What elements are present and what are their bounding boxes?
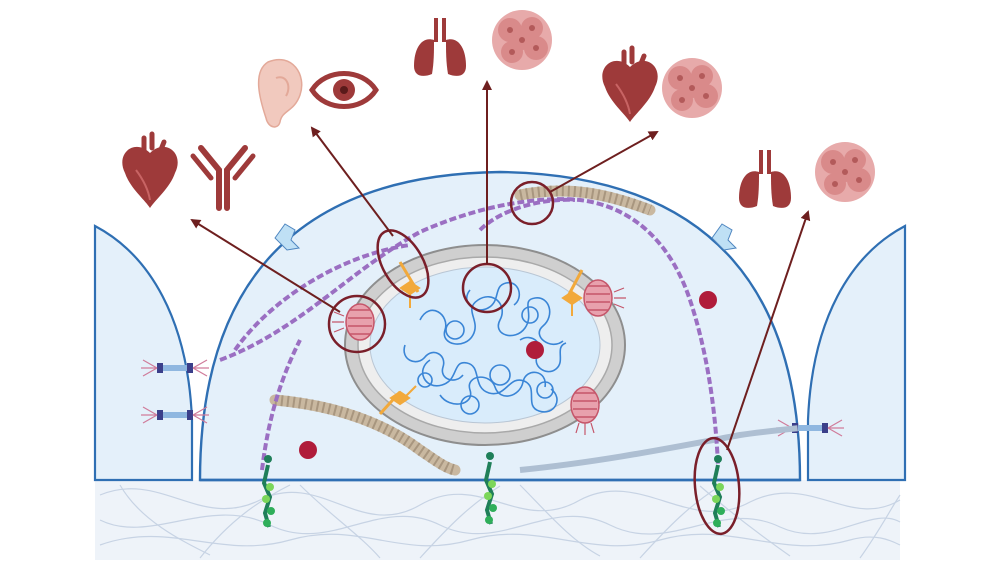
arrow-to-ear-eye bbox=[310, 126, 394, 237]
lungs-icon bbox=[414, 18, 466, 76]
heart-icon bbox=[602, 45, 658, 122]
linc-complex bbox=[378, 261, 584, 416]
heart-icon bbox=[122, 131, 178, 208]
nucleus bbox=[344, 244, 626, 446]
nucleolus-dot bbox=[299, 291, 717, 459]
focal-adhesion-integrin bbox=[261, 452, 725, 528]
neighbor-cell-right bbox=[806, 224, 907, 482]
extracellular-matrix bbox=[95, 480, 901, 560]
arrow-to-lungs-tumor-far-right bbox=[726, 210, 811, 451]
lungs-icon bbox=[739, 150, 791, 208]
tumor-cell-cluster-icon bbox=[492, 10, 552, 70]
tumor-cell-cluster-icon bbox=[815, 142, 875, 202]
tumor-cell-cluster-icon bbox=[662, 58, 722, 118]
nuclear-pore-complex bbox=[332, 279, 626, 435]
pathway-arrows bbox=[190, 80, 811, 451]
highlight-ring bbox=[327, 180, 741, 536]
microtubule-filament bbox=[219, 197, 720, 471]
antibody-icon bbox=[190, 145, 256, 211]
membrane-receptor bbox=[274, 223, 738, 251]
chromatin bbox=[403, 281, 567, 415]
arrow-to-heart-tumor-right bbox=[549, 131, 659, 193]
arrow-to-heart-antibody bbox=[190, 218, 341, 313]
eye-icon bbox=[309, 71, 379, 109]
neighbor-cell-left bbox=[93, 224, 194, 482]
ear-icon bbox=[257, 59, 303, 128]
